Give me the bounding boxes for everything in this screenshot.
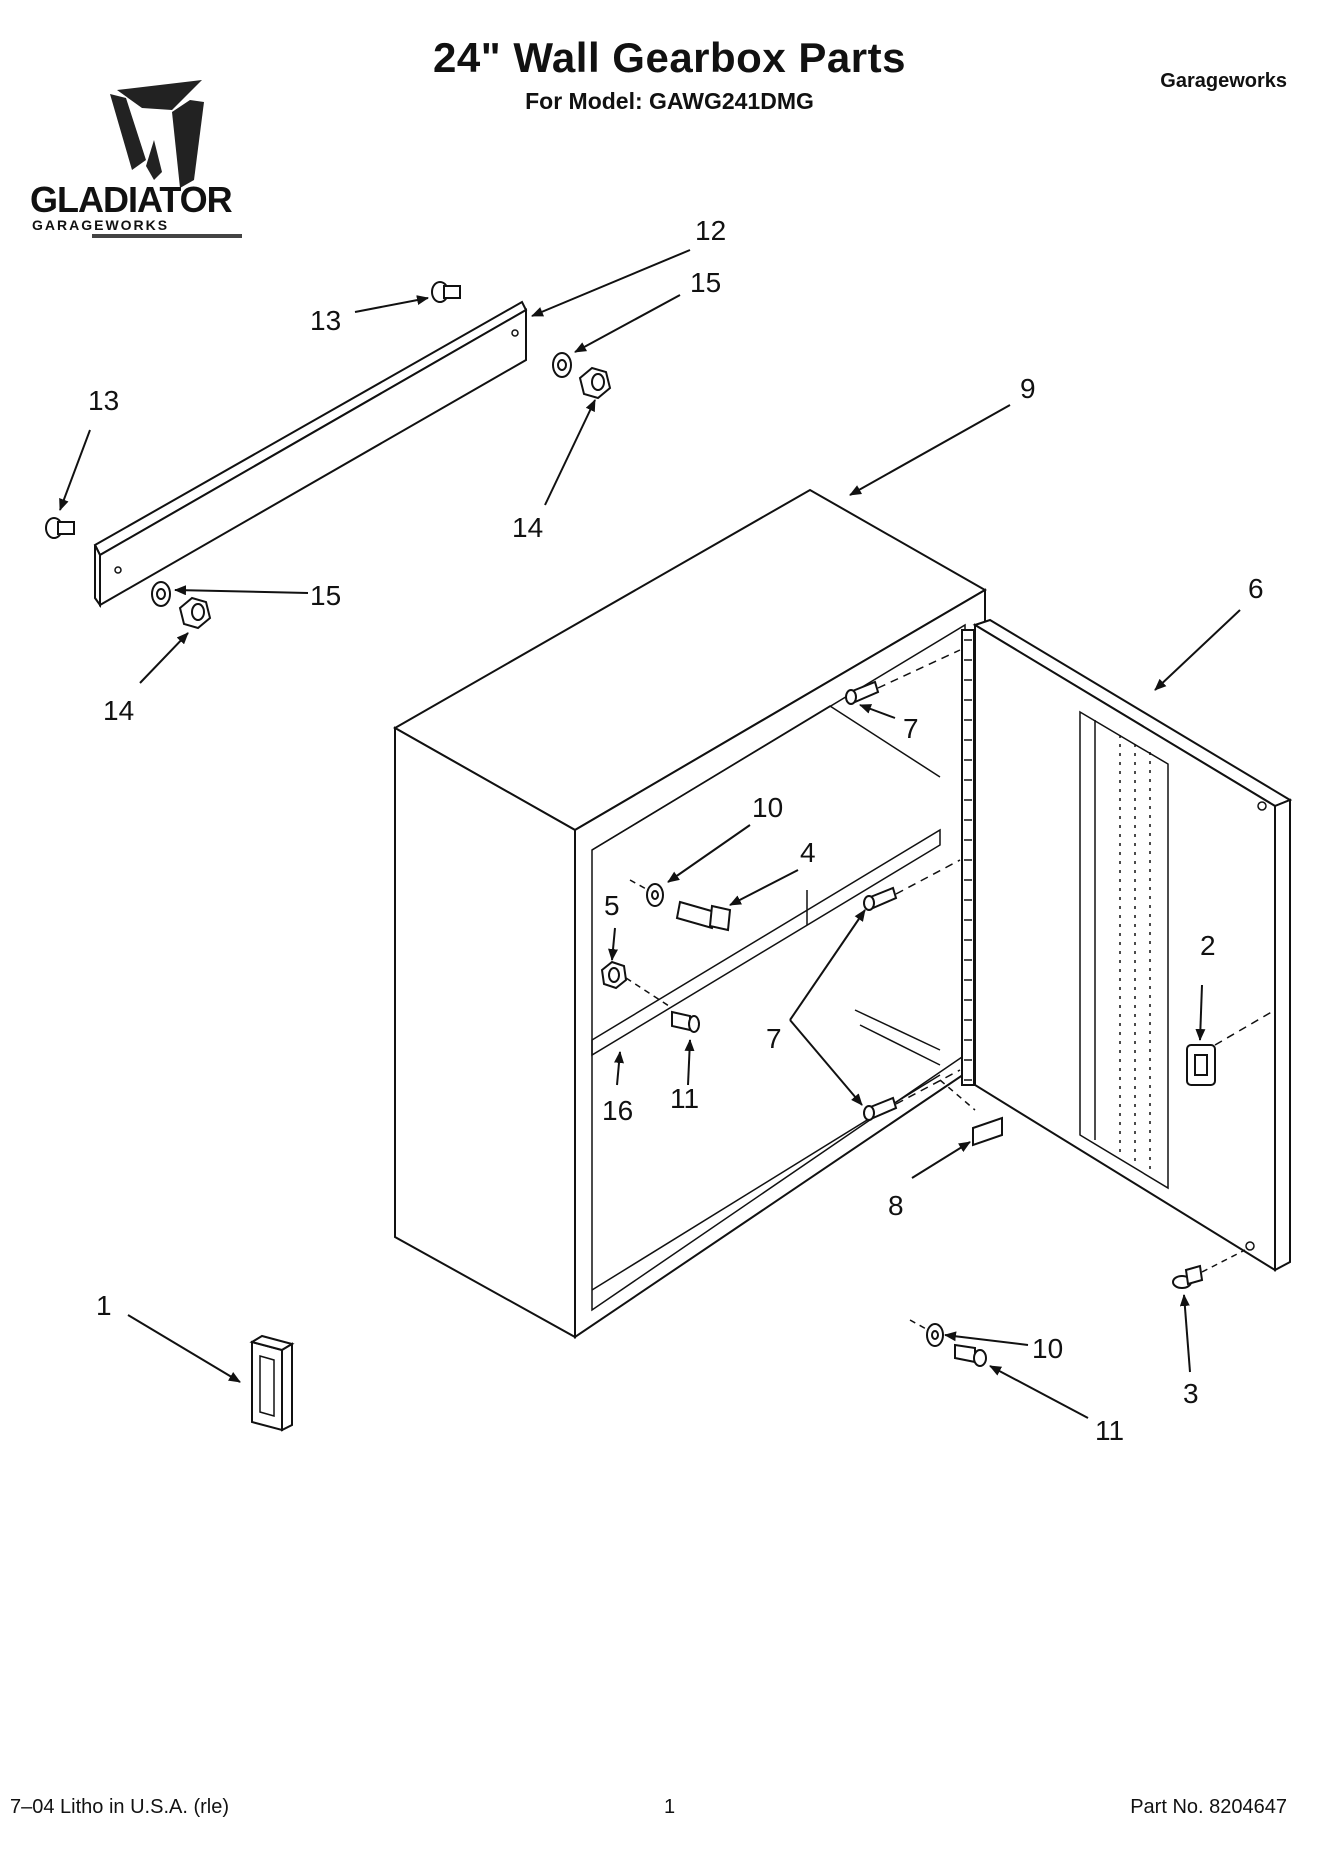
shelf-nut (600, 960, 673, 1009)
hinge-screw-middle (863, 859, 961, 911)
loose-pin (954, 1343, 987, 1367)
callout-10-loose: 10 (1032, 1333, 1063, 1364)
callout-14-top: 14 (512, 512, 543, 543)
mounting-rail (93, 300, 528, 609)
shelf-washer (629, 879, 664, 907)
rail-nut-bottom (178, 596, 212, 630)
footer-page-number: 1 (663, 1796, 676, 1818)
callout-15-bottom: 15 (310, 580, 341, 611)
shelf-bolt (675, 900, 732, 932)
leader-lines (59, 249, 1241, 1419)
callout-9: 9 (1020, 373, 1036, 404)
door-latch (1186, 1009, 1276, 1086)
rail-washer-bottom (151, 581, 171, 607)
hinge-screw-top (845, 649, 961, 705)
callout-11-shelf: 11 (670, 1083, 699, 1114)
hinge-screw-bottom (863, 1069, 961, 1121)
shelf-pin (671, 1010, 700, 1033)
callout-1: 1 (96, 1290, 112, 1321)
logo-tagline: GARAGEWORKS (32, 217, 169, 233)
page-title: 24" Wall Gearbox Parts (433, 34, 906, 81)
callout-4: 4 (800, 837, 816, 868)
hinge-strip (961, 629, 975, 1086)
footer-part-number: Part No. 8204647 (1130, 1796, 1287, 1818)
callout-16: 16 (602, 1095, 633, 1126)
model-subtitle: For Model: GAWG241DMG (525, 88, 814, 114)
logo-swords-icon (110, 80, 204, 188)
cabinet-door (972, 618, 1293, 1272)
callout-2: 2 (1200, 930, 1216, 961)
callout-14-bottom: 14 (103, 695, 134, 726)
callout-7-middle: 7 (766, 1023, 782, 1054)
door-handle (249, 1334, 295, 1432)
magnet-catch (939, 1079, 1003, 1147)
callout-11-loose: 11 (1095, 1415, 1124, 1446)
callout-15-top: 15 (690, 267, 721, 298)
logo-subline (92, 234, 242, 238)
callout-10-shelf: 10 (752, 792, 783, 823)
brand-label: Garageworks (1160, 70, 1287, 92)
callout-8: 8 (888, 1190, 904, 1221)
rail-bolt-left (45, 517, 75, 539)
cabinet-body (392, 488, 987, 1339)
callout-13-top: 13 (310, 305, 341, 336)
rail-washer-top (552, 352, 572, 378)
rail-bolt-top (431, 281, 461, 303)
callout-12: 12 (695, 215, 726, 246)
footer-litho: 7–04 Litho in U.S.A. (rle) (10, 1796, 229, 1818)
callout-3: 3 (1183, 1378, 1199, 1409)
loose-washer (909, 1319, 944, 1347)
rail-nut-top (578, 366, 612, 400)
door-pivot-pin (1172, 1249, 1246, 1289)
callout-7-top: 7 (903, 713, 919, 744)
logo-wordmark: GLADIATOR (30, 179, 233, 220)
gladiator-logo: GLADIATOR GARAGEWORKS (30, 80, 242, 238)
callout-5: 5 (604, 890, 620, 921)
callout-6: 6 (1248, 573, 1264, 604)
callout-13-left: 13 (88, 385, 119, 416)
